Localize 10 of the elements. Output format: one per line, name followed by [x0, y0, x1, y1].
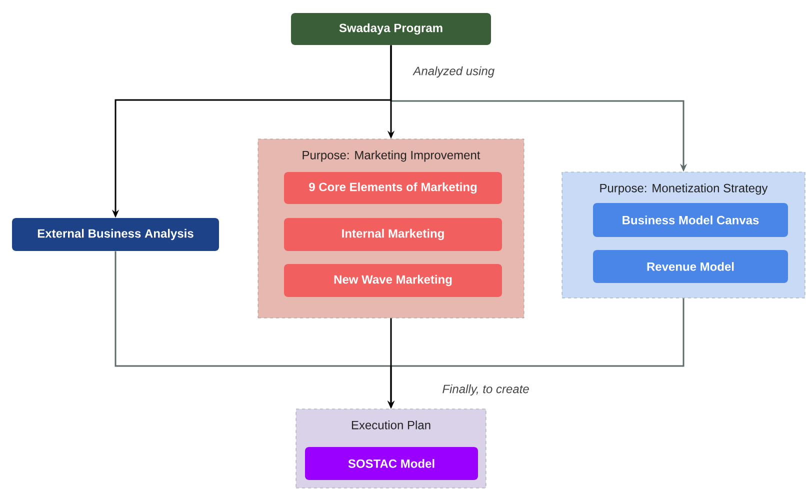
process-box: Internal Marketing [284, 218, 502, 251]
process-box: External Business Analysis [12, 218, 219, 251]
process-box: Business Model Canvas [593, 203, 788, 237]
process-box: SOSTAC Model [305, 447, 478, 480]
edge-label: Analyzed using [412, 65, 496, 79]
process-box: New Wave Marketing [284, 264, 502, 297]
process-box: 9 Core Elements of Marketing [284, 172, 502, 204]
process-box: Swadaya Program [291, 13, 491, 45]
edge-label: Finally, to create [441, 383, 530, 397]
process-box: Revenue Model [593, 250, 788, 283]
